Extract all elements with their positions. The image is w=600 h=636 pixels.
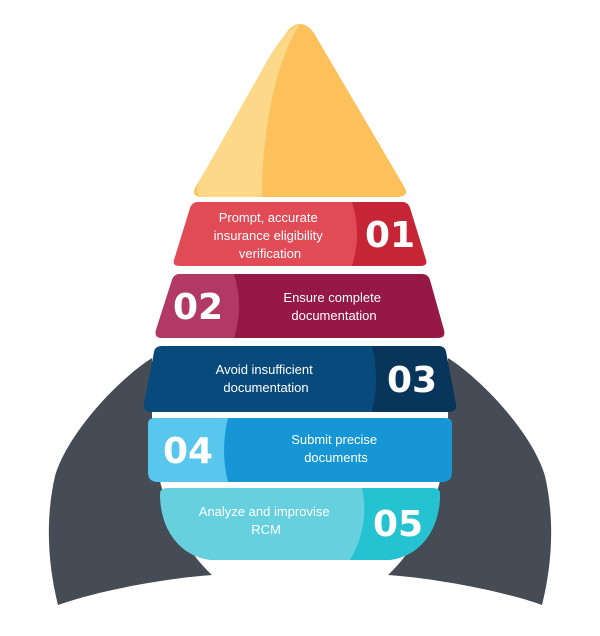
step-05-text: Analyze and improvise RCM xyxy=(199,504,333,537)
step-02-number: 02 xyxy=(173,287,223,328)
step-03-text: Avoid insufficient documentation xyxy=(216,362,317,395)
step-01-number: 01 xyxy=(365,215,415,256)
step-01-number-panel xyxy=(352,202,427,266)
left-fin xyxy=(48,358,213,605)
step-03 xyxy=(143,346,457,412)
step-02 xyxy=(155,274,445,338)
step-01-text: Prompt, accurate insurance eligibility v… xyxy=(214,210,327,261)
right-fin xyxy=(388,358,552,605)
step-02-number-panel xyxy=(155,274,239,338)
step-04-text: Submit precise documents xyxy=(291,432,381,465)
step-02-text: Ensure complete documentation xyxy=(283,290,384,323)
step-03-number: 03 xyxy=(387,360,437,401)
step-03-number-panel xyxy=(372,346,457,412)
step-04-number-panel xyxy=(148,418,228,482)
step-05 xyxy=(160,488,440,560)
nose-cone-highlight xyxy=(196,24,300,197)
step-04-number: 04 xyxy=(163,431,213,472)
step-01 xyxy=(173,202,427,266)
step-05-number: 05 xyxy=(373,504,423,545)
step-04 xyxy=(148,418,452,482)
step-05-number-panel xyxy=(350,488,440,560)
